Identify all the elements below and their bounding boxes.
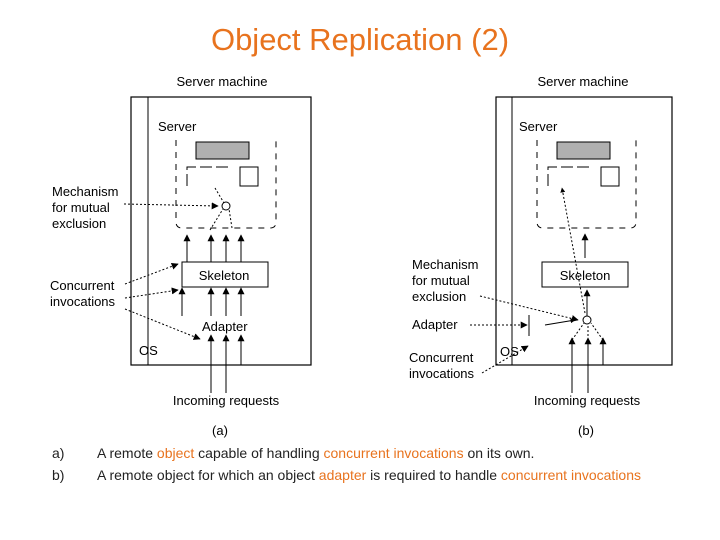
skeleton-up-arrows-a	[183, 234, 245, 262]
concurrent-pointer-a	[124, 262, 179, 285]
server-outline-b	[536, 140, 637, 229]
adapter-to-mutex-b	[544, 318, 576, 326]
incoming-label-a: Incoming requests	[173, 393, 280, 408]
skeleton-box-a	[181, 261, 269, 288]
concurrent-pointer-b	[481, 345, 529, 374]
os-label-a: OS	[139, 343, 158, 358]
os-up-arrows-b	[568, 337, 607, 365]
slide-title: Object Replication (2)	[210, 22, 510, 57]
server-object-small-a	[239, 166, 259, 187]
caption-b-letter: b)	[52, 467, 65, 483]
adapter-up-arrows-a	[178, 287, 245, 316]
server-machine-box-a	[130, 96, 312, 366]
server-label-a: Server	[158, 119, 197, 134]
server-machine-label-b: Server machine	[537, 74, 628, 89]
caption-a-letter: a)	[52, 445, 65, 461]
os-label-b: OS	[500, 344, 519, 359]
os-up-arrows-a	[207, 334, 245, 365]
mutex-line-a	[228, 208, 233, 229]
diagram-a: Server machine Server Mechanism for mutu…	[50, 74, 312, 438]
mutex-to-server-b	[560, 187, 586, 314]
skeleton-label-b: Skeleton	[560, 268, 611, 283]
server-state-box-b	[556, 141, 611, 160]
incoming-label-b: Incoming requests	[534, 393, 641, 408]
caption-b-text: A remote object for which an object adap…	[97, 467, 641, 483]
adapter-label-a: Adapter	[202, 319, 248, 334]
server-label-b: Server	[519, 119, 558, 134]
figure-label-b: (b)	[578, 423, 594, 438]
server-object-small-b	[600, 166, 620, 187]
server-object-b	[547, 166, 593, 186]
figure-label-a: (a)	[212, 423, 228, 438]
caption-a-text: A remote object capable of handling conc…	[97, 445, 535, 461]
mechanism-label-a: Mechanism for mutual exclusion	[52, 184, 122, 231]
mutex-pointer-b	[479, 295, 579, 322]
concurrent-label-b: Concurrent invocations	[409, 350, 477, 381]
skeleton-label-a: Skeleton	[199, 268, 250, 283]
mutex-line-a	[209, 208, 224, 231]
server-object-a	[186, 166, 232, 186]
mutex-pointer-a	[123, 202, 219, 210]
server-outline-a	[175, 140, 277, 229]
mechanism-label-b: Mechanism for mutual exclusion	[412, 257, 482, 304]
mutex-line-b	[590, 322, 604, 341]
mutex-point-a	[221, 201, 231, 211]
concurrent-pointer-a	[124, 287, 179, 299]
adapter-label-b: Adapter	[412, 317, 458, 332]
server-state-box-a	[195, 141, 250, 160]
concurrent-label-a: Concurrent invocations	[50, 278, 118, 309]
diagram-b: Server machine Server Skeleton Mechanism…	[409, 74, 673, 438]
mutex-line-a	[214, 187, 225, 204]
server-machine-label-a: Server machine	[176, 74, 267, 89]
server-machine-box-b	[495, 96, 673, 366]
skeleton-box-b	[541, 261, 629, 288]
mutex-point-b	[582, 315, 592, 325]
concurrent-pointer-a	[124, 308, 201, 340]
mutex-line-b	[571, 322, 585, 341]
